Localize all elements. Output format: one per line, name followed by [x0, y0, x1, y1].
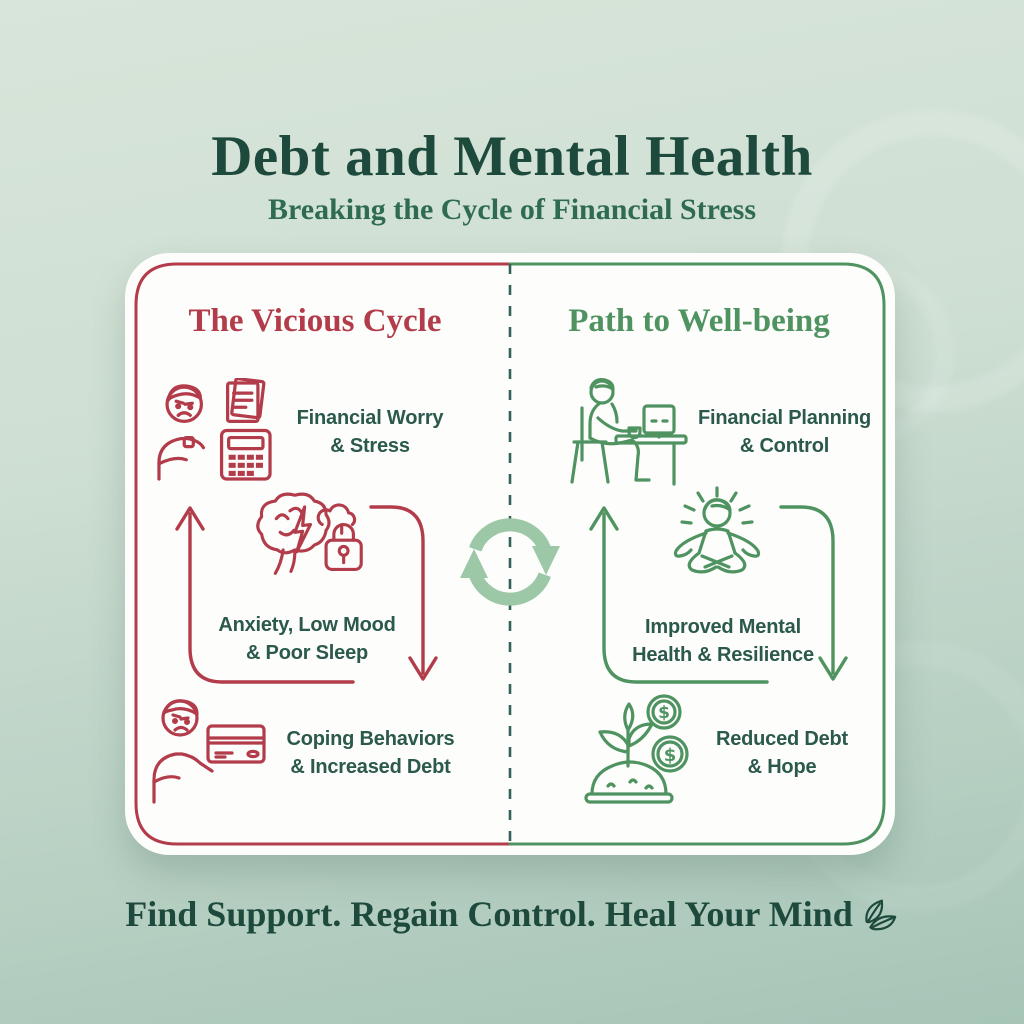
arrow-up-icon [582, 496, 772, 694]
person-at-desk-computer-icon [560, 376, 690, 488]
cycle-card [125, 253, 895, 855]
item-label: Financial Worry & Stress [296, 407, 444, 457]
right-column-heading: Path to Well-being [568, 303, 830, 339]
card-border [134, 262, 886, 846]
left-column-heading: The Vicious Cycle [188, 303, 442, 339]
item-label: Improved Mental Health & Resilience [632, 616, 814, 666]
meditating-person-icon [652, 486, 782, 611]
sprout-coins-icon: $ $ [578, 690, 703, 810]
page-subtitle: Breaking the Cycle of Financial Stress [267, 192, 757, 226]
page-title: Debt and Mental Health [211, 125, 813, 189]
worried-person-bills-calculator-icon [150, 378, 278, 484]
arrow-down-icon [775, 495, 855, 697]
worried-person-credit-card-icon [148, 692, 278, 807]
item-label: Anxiety, Low Mood & Poor Sleep [218, 614, 396, 664]
item-label: Coping Behaviors & Increased Debt [286, 728, 455, 778]
item-label: Reduced Debt & Hope [715, 728, 849, 778]
svg-text:$: $ [658, 703, 670, 723]
cycle-arrows-icon [450, 500, 570, 626]
svg-text:$: $ [664, 745, 677, 766]
leaf-icon [864, 899, 896, 931]
footer-tagline: Find Support. Regain Control. Heal Your … [125, 894, 853, 934]
arrow-up-icon [168, 496, 358, 694]
stressed-brain-lock-icon [248, 488, 370, 603]
footer-tagline-row: Find Support. Regain Control. Heal Your … [0, 893, 1024, 935]
arrow-down-icon [365, 495, 445, 697]
item-label: Financial Planning & Control [697, 407, 872, 457]
